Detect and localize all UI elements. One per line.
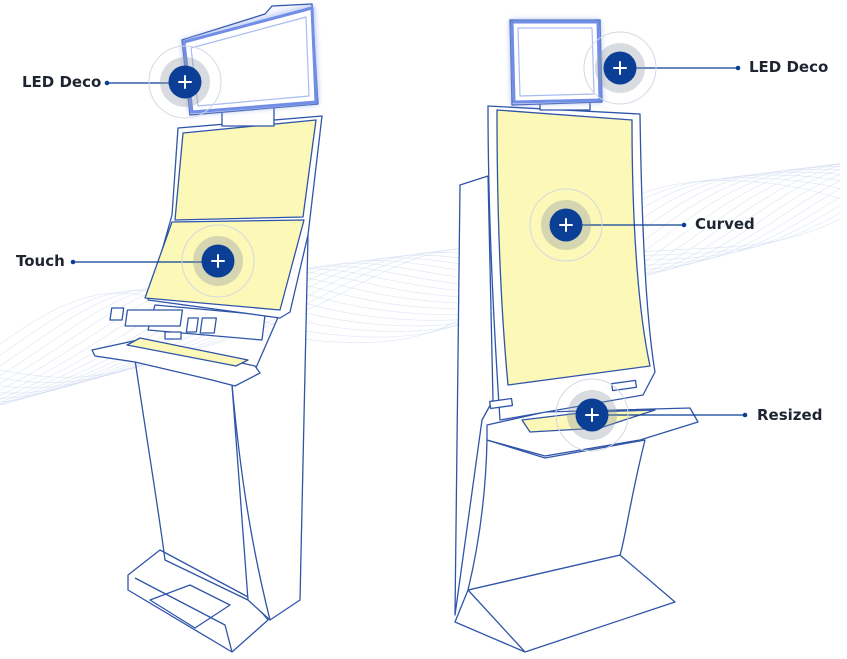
right-cabinet	[454, 19, 699, 653]
plus-icon	[559, 218, 573, 232]
hotspot-outer-ring	[529, 188, 603, 262]
hotspot-led-deco-right[interactable]	[583, 31, 741, 105]
label-curved: Curved	[695, 215, 755, 233]
wave-line	[0, 212, 841, 383]
leader-dot	[681, 222, 687, 228]
wave-line	[0, 180, 841, 345]
leader-dot	[70, 259, 76, 265]
plus-icon	[585, 408, 599, 422]
leader-dot	[735, 65, 741, 71]
plus-icon	[613, 61, 627, 75]
hotspot-outer-ring	[555, 378, 629, 452]
hotspot-touch[interactable]	[70, 224, 255, 298]
left-cabinet	[91, 3, 323, 653]
label-led-deco-right: LED Deco	[749, 58, 829, 76]
left-deck-screen	[126, 337, 249, 367]
plus-icon	[178, 75, 192, 89]
label-resized: Resized	[757, 406, 823, 424]
wave-line	[0, 168, 841, 384]
hotspot-outer-ring	[181, 224, 255, 298]
wave-line	[0, 177, 841, 356]
right-cabinet-pedestal	[467, 439, 646, 591]
label-led-deco-left: LED Deco	[22, 73, 102, 91]
background-wave-pattern	[0, 163, 841, 406]
leader-dot	[742, 412, 748, 418]
left-cabinet-base	[127, 549, 269, 653]
wave-line	[0, 163, 841, 403]
plus-icon	[211, 254, 225, 268]
wave-line	[0, 165, 841, 391]
leader-dot	[104, 80, 110, 86]
left-top-screen	[174, 119, 317, 221]
hotspot-curved[interactable]	[529, 188, 687, 262]
label-touch: Touch	[16, 252, 65, 270]
hotspot-outer-ring	[148, 45, 222, 119]
left-cabinet-pedestal	[134, 234, 309, 621]
right-curved-screen	[496, 109, 651, 386]
wave-line	[0, 174, 841, 367]
hotspot-led-deco-left[interactable]	[104, 45, 222, 119]
wave-line	[0, 171, 841, 376]
hotspot-resized[interactable]	[555, 378, 748, 452]
hotspot-outer-ring	[583, 31, 657, 105]
